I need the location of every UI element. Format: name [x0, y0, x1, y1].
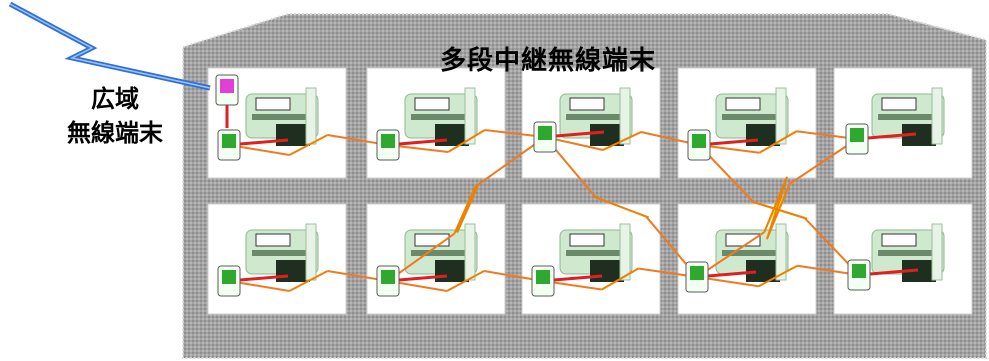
meter-display	[881, 233, 917, 247]
radio-link-7-8	[601, 267, 639, 291]
meter-side	[775, 87, 787, 145]
relay-terminal-1-screen	[222, 134, 236, 148]
meter-side	[464, 223, 476, 281]
meter-port	[590, 124, 624, 146]
room-9	[677, 203, 817, 315]
meter-side	[931, 223, 943, 281]
meter-band	[566, 250, 624, 256]
meter-port	[276, 260, 310, 282]
relay-terminal-5-screen	[850, 128, 864, 142]
radio-link-6-2	[453, 183, 480, 235]
diagram-title: 多段中継無線端末	[440, 46, 657, 76]
relay-terminal-9-screen	[690, 266, 704, 280]
relay-terminal-10-screen	[852, 264, 866, 278]
meter-band	[722, 114, 780, 120]
wide-area-label-line2: 無線端末	[67, 119, 163, 147]
room-4	[677, 67, 817, 179]
wired-link	[398, 138, 448, 146]
meter-display	[414, 97, 450, 111]
meter-port	[902, 260, 936, 282]
wired-link	[239, 138, 289, 146]
meter-side	[775, 223, 787, 281]
room-6	[207, 203, 347, 315]
wired-link	[398, 274, 448, 282]
radio-link-1-2	[447, 129, 486, 153]
meter-side	[464, 87, 476, 145]
meter-band	[411, 250, 469, 256]
wired-link	[709, 138, 759, 146]
wide-area-terminal-screen	[220, 79, 234, 93]
meter-band	[252, 250, 310, 256]
meter-band	[878, 114, 936, 120]
uplink-radio-icon	[8, 1, 211, 91]
room-7	[366, 203, 506, 315]
meter-band	[252, 114, 310, 120]
meter-port	[902, 124, 936, 146]
radio-link-2-8	[592, 195, 650, 219]
meter-display	[569, 233, 605, 247]
radio-link-5-6	[288, 270, 329, 292]
meter-side	[619, 87, 631, 145]
radio-link-3-9	[750, 200, 808, 220]
relay-terminal-8-screen	[536, 270, 550, 284]
wired-link	[867, 132, 917, 140]
meter-display	[255, 233, 291, 247]
meter-side	[619, 223, 631, 281]
radio-link-8-9	[758, 264, 798, 288]
relay-terminal-6-screen	[222, 270, 236, 284]
meter-port	[746, 260, 780, 282]
wide-area-label-line1: 広域	[91, 85, 139, 113]
room-10	[833, 203, 973, 315]
wired-link	[869, 268, 919, 276]
wired-link	[553, 274, 603, 282]
meter-port	[276, 124, 310, 146]
meter-side	[305, 223, 317, 281]
meter-band	[722, 250, 780, 256]
radio-link-4-8	[763, 176, 791, 240]
radio-link-2-3	[602, 131, 642, 151]
meter-display	[569, 97, 605, 111]
wide-area-terminal-label: 広域 無線端末	[40, 82, 190, 150]
relay-terminal-3-screen	[538, 126, 552, 140]
meter-band	[878, 250, 936, 256]
meter-band	[411, 114, 469, 120]
meter-band	[566, 114, 624, 120]
meter-side	[305, 87, 317, 145]
room-8	[521, 203, 661, 315]
relay-terminal-2-screen	[381, 134, 395, 148]
wired-link	[239, 274, 289, 282]
relay-terminal-4-screen	[692, 134, 706, 148]
room-2	[366, 67, 506, 179]
meter-display	[255, 97, 291, 111]
relay-terminal-7-screen	[381, 270, 395, 284]
meter-display	[725, 97, 761, 111]
meter-port	[435, 260, 469, 282]
radio-link-3-4	[758, 130, 798, 154]
wired-link	[555, 130, 605, 138]
meter-display	[725, 233, 761, 247]
wired-link	[707, 270, 757, 278]
meter-side	[931, 87, 943, 145]
radio-link-0-1	[288, 134, 329, 156]
room-5	[833, 67, 973, 179]
meter-display	[881, 97, 917, 111]
radio-link-6-7	[446, 270, 485, 292]
